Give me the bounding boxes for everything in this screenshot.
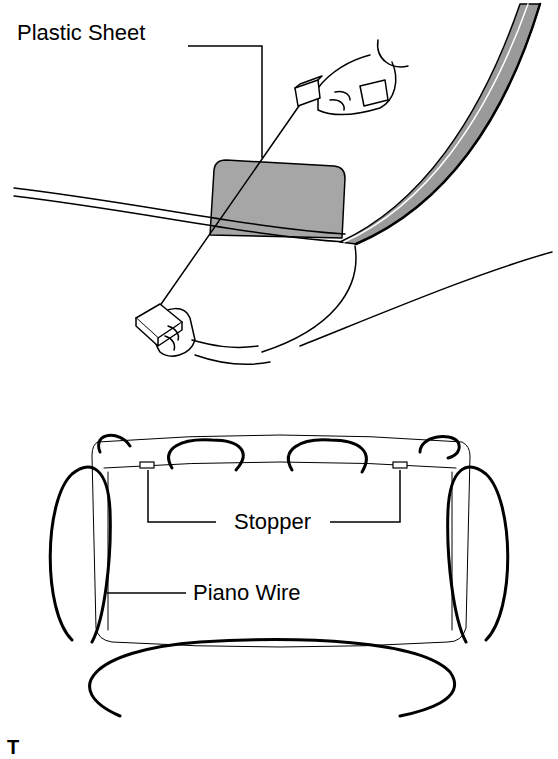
handle-block xyxy=(295,76,322,88)
arm xyxy=(192,340,270,364)
body-line xyxy=(262,246,356,352)
molding-highlight xyxy=(344,4,528,242)
leader-line xyxy=(107,592,186,594)
part-label: Stopper xyxy=(234,509,311,535)
pillar-molding xyxy=(340,4,540,244)
wire-loop xyxy=(90,640,455,716)
plastic-sheet xyxy=(210,160,345,238)
leader-line xyxy=(188,46,262,158)
wire-loop xyxy=(288,440,366,472)
part-label: Piano Wire xyxy=(193,580,301,606)
stopper-symbol xyxy=(140,462,154,468)
molding-edge xyxy=(356,4,540,244)
windshield-outline xyxy=(92,435,470,647)
piano-wire xyxy=(150,93,308,320)
stopper-symbol xyxy=(393,462,407,468)
windshield-inner xyxy=(104,462,456,468)
handle-block xyxy=(295,80,320,106)
finger xyxy=(165,326,178,350)
body-line xyxy=(300,252,552,346)
handle-block xyxy=(136,318,182,346)
figure-code: T xyxy=(7,734,19,759)
leader-line xyxy=(148,470,216,522)
glass-edge xyxy=(14,196,345,242)
finger xyxy=(330,92,350,110)
glass-edge xyxy=(14,188,345,234)
handle-block xyxy=(360,80,388,106)
leader-line xyxy=(330,470,400,522)
wire-loop xyxy=(169,440,244,470)
hand xyxy=(318,55,396,114)
wire-loop xyxy=(420,437,459,458)
wire-loop xyxy=(50,467,110,642)
part-label: Plastic Sheet xyxy=(17,20,145,46)
wire-loop xyxy=(99,435,130,452)
wire-loop xyxy=(448,467,508,642)
hand xyxy=(378,40,408,67)
